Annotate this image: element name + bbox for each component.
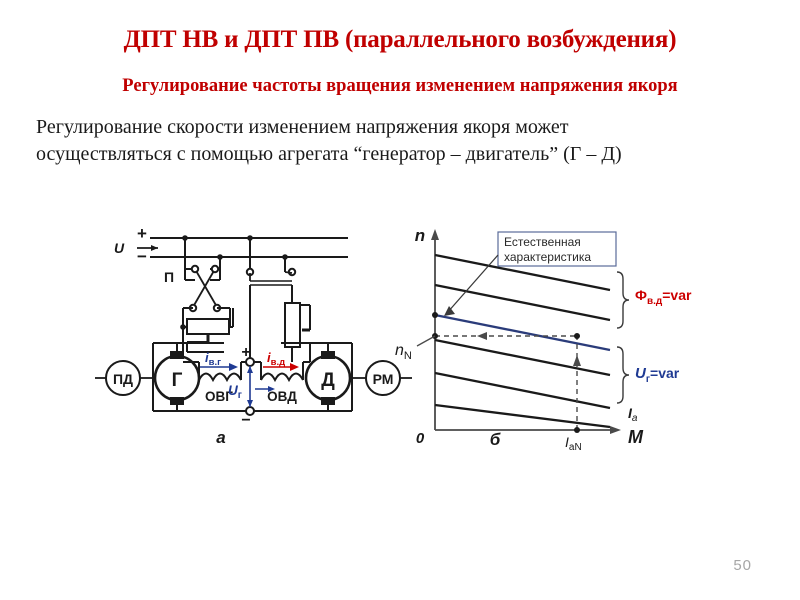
switch-blade-a [194, 268, 218, 308]
gen-field-winding-label: ОВГ [205, 389, 233, 404]
page-title: ДПТ НВ и ДПТ ПВ (параллельного возбужден… [123, 26, 677, 53]
natural-char-start-dot [432, 312, 438, 318]
gen-field-current-symbol: iв.г [205, 350, 221, 368]
bracket-lower-eq: =var [650, 365, 680, 381]
gen-voltage-symbol: Uг [228, 383, 242, 401]
graph-x-axis-current-label: Ia [628, 405, 638, 424]
generator-brush-bottom [170, 397, 184, 405]
circuit-diagram [95, 235, 412, 416]
terminal-minus-label: − [241, 412, 250, 429]
graph-x-axis-torque-label: M [628, 427, 644, 447]
bracket-lower [616, 346, 630, 404]
characteristic-line [434, 253, 611, 292]
characteristic-lines-upper [434, 253, 611, 322]
graph-x-axis-arrow [610, 426, 621, 434]
motor-field-current-main: i [267, 350, 271, 365]
working-machine-label: РМ [373, 371, 394, 387]
bracket-upper-eq: =var [662, 287, 692, 303]
prime-mover-label: ПД [113, 371, 133, 387]
motor-brush-bottom [321, 397, 335, 405]
natural-characteristic [432, 312, 611, 352]
nominal-speed-main: n [395, 342, 404, 359]
page-subtitle: Регулирование частоты вращения изменение… [122, 76, 678, 96]
callout-leader [446, 254, 499, 314]
graph-origin-label: 0 [416, 430, 425, 447]
nominal-speed-tick [416, 335, 436, 347]
nominal-speed-label: nN [395, 342, 412, 362]
x-axis-current-sub: a [632, 413, 638, 424]
body-line-2: осуществляться с помощью агрегата “генер… [36, 143, 622, 165]
characteristic-lines-lower [434, 338, 611, 429]
ovg-coil [198, 372, 242, 383]
dashed-h-arrow [477, 332, 487, 340]
nominal-speed-sub: N [404, 350, 412, 362]
generator-brush-top [170, 351, 184, 359]
bus-node-dot [282, 254, 288, 260]
generator-label: Г [172, 370, 183, 391]
callout-line-2: характеристика [504, 250, 591, 264]
motor-field-rheostat [284, 302, 301, 348]
callout-box [497, 231, 617, 267]
bracket-upper-label: Фв.д=var [635, 287, 692, 307]
graph-y-axis-arrow [431, 229, 439, 240]
switch-label: П [164, 269, 174, 285]
motor-field-winding-label: ОВД [267, 389, 297, 404]
characteristic-line [434, 283, 611, 322]
body-line-1: Регулирование скорости изменением напряж… [36, 116, 569, 138]
bracket-upper-main: Ф [635, 287, 647, 303]
gen-voltage-main: U [228, 383, 239, 398]
motor-label: Д [321, 370, 335, 391]
nominal-current-sub: aN [569, 442, 582, 453]
supply-plus-sign: + [137, 224, 147, 243]
circuit-caption: а [216, 428, 225, 447]
supply-label: U [114, 240, 125, 256]
motor-brush-top [321, 351, 335, 359]
switch-contact [190, 264, 200, 274]
graph-y-axis-label: n [415, 226, 425, 245]
characteristic-line [434, 403, 611, 429]
characteristic-line [434, 338, 611, 377]
callout-arrowhead [444, 306, 455, 316]
switch-blade-b [192, 268, 216, 308]
terminal-plus-label: + [241, 344, 250, 361]
nominal-current-label: IaN [565, 434, 582, 453]
graph-caption: б [490, 430, 501, 449]
motor-field-current-arrow [263, 363, 299, 371]
callout-line-1: Естественная [504, 235, 581, 249]
motor-field-current-sub: в.д [271, 357, 286, 368]
nominal-current-dot [574, 427, 580, 433]
ovd-coil [260, 372, 304, 383]
bracket-upper-sub: в.д [647, 296, 663, 307]
gen-voltage-arrow [247, 366, 275, 407]
natural-characteristic-callout: Естественная характеристика [444, 231, 617, 316]
nominal-current-main: I [565, 434, 569, 450]
bracket-upper [616, 271, 630, 329]
supply-minus-sign: − [137, 247, 147, 266]
bus-node-dot [217, 254, 223, 260]
operating-point-dot [574, 333, 580, 339]
bracket-lower-label: Uг=var [635, 365, 680, 385]
motor-field-current-symbol: iв.д [267, 350, 285, 368]
gen-voltage-sub: г [238, 390, 242, 401]
characteristic-line [434, 371, 611, 410]
gen-field-current-arrow [200, 363, 238, 371]
switch-contact [210, 264, 220, 274]
supply-arrow-head [151, 245, 158, 251]
bracket-lower-sub: г [646, 374, 650, 385]
operating-point-construction [435, 335, 578, 430]
right-switch-blade-2 [284, 271, 293, 274]
gen-field-current-sub: в.г [209, 357, 221, 368]
body-text: Регулирование скорости изменением напряж… [36, 114, 766, 168]
characteristics-graph: Естественная характеристика n 0 б nN IaN [395, 226, 692, 453]
dashed-v-arrow [573, 355, 581, 366]
gen-field-current-main: i [205, 350, 209, 365]
figure-container: U + − П ПД Г Д РМ ОВГ ОВД + − а iв.г [95, 215, 715, 460]
x-axis-current-main: I [628, 405, 633, 421]
bracket-lower-main: U [635, 365, 647, 382]
gen-field-rheostat [186, 318, 230, 335]
page-number: 50 [733, 557, 752, 574]
natural-characteristic-line [434, 313, 611, 352]
